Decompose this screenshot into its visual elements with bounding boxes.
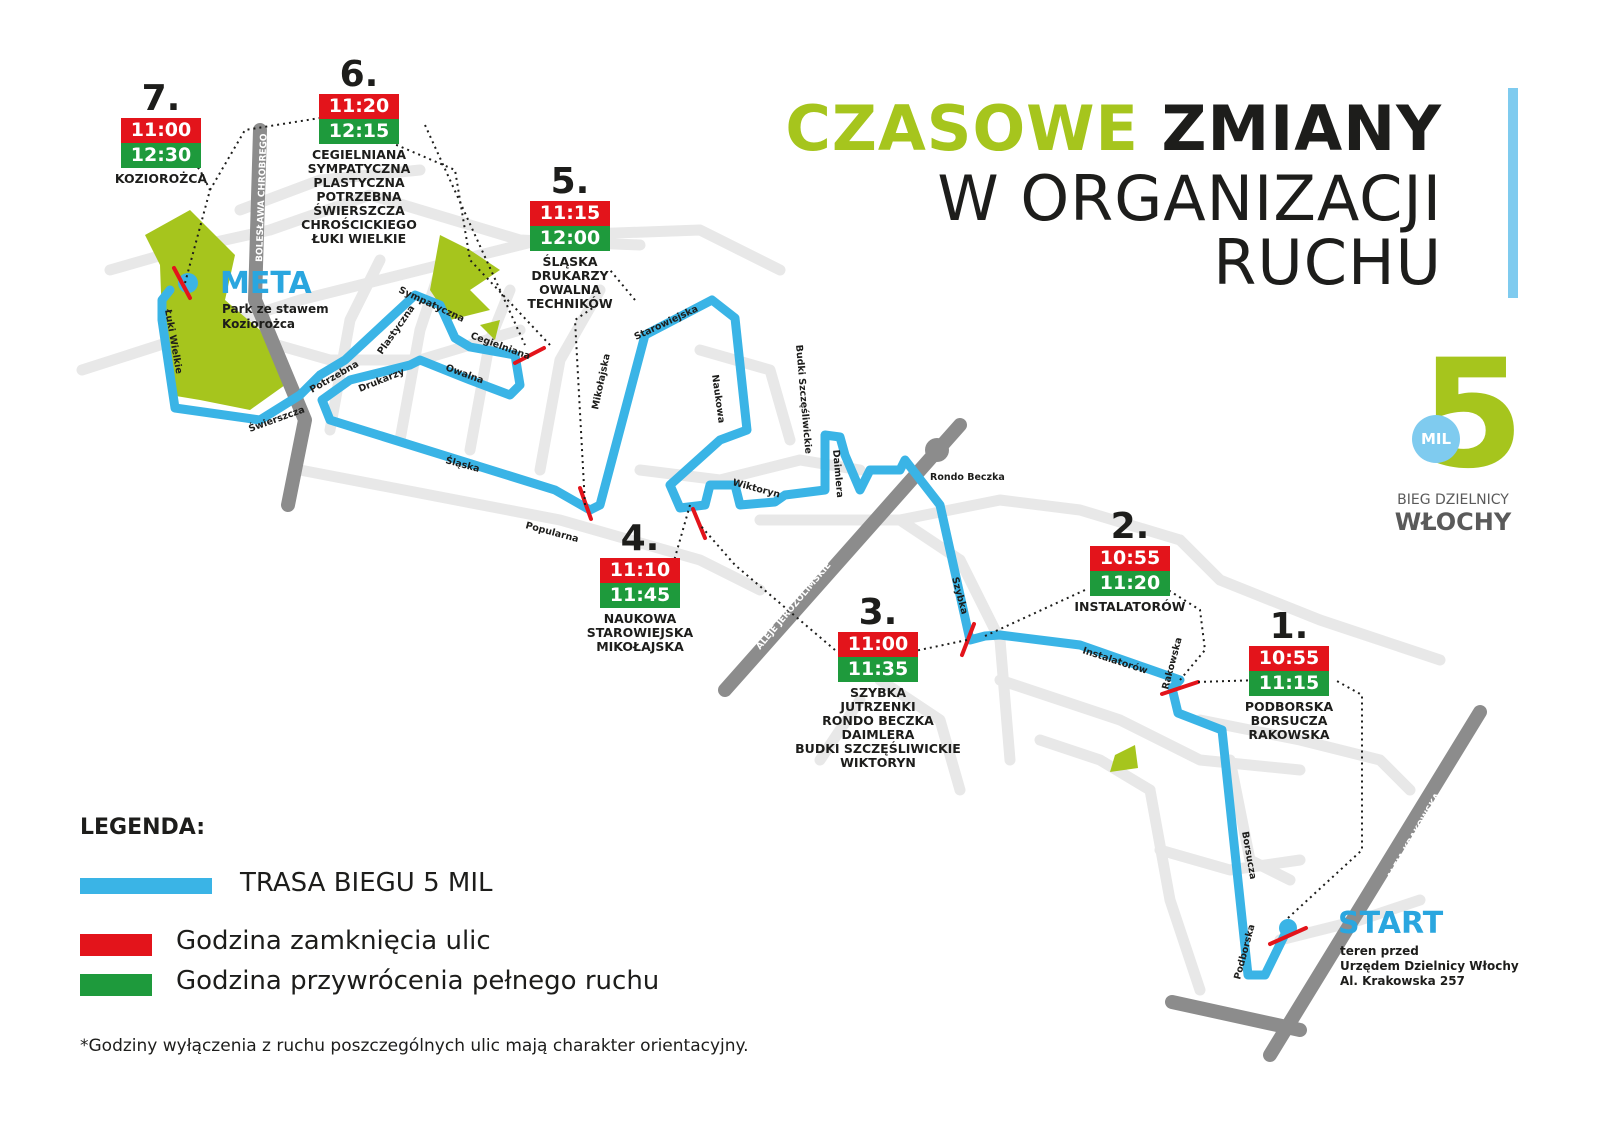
stop-streets: NAUKOWA STAROWIEJSKA MIKOŁAJSKA	[586, 611, 694, 654]
title-green-word: CZASOWE	[785, 92, 1139, 165]
footnote: *Godziny wyłączenia z ruchu poszczególny…	[80, 1036, 749, 1056]
closure-time: 10:55	[1090, 546, 1170, 571]
street-label: Owalna	[444, 362, 485, 386]
street-label: Budki Szczęśliwickie	[793, 344, 814, 454]
stop-number: 5.	[550, 161, 590, 202]
closure-time: 11:00	[838, 632, 918, 657]
stop-number: 4.	[620, 518, 660, 559]
restore-time: 12:00	[530, 226, 610, 251]
finish-location: Park ze stawem Koziorożca	[222, 302, 329, 331]
page-title: CZASOWE ZMIANY	[785, 92, 1442, 165]
main-roads	[248, 123, 1487, 1062]
closure-time: 11:20	[319, 94, 399, 119]
restore-time: 11:15	[1249, 671, 1329, 696]
stop-number: 7.	[141, 78, 181, 119]
stop-streets: ŚLĄSKA DRUKARZY OWALNA TECHNIKÓW	[527, 254, 613, 311]
race-route-line	[157, 285, 1293, 980]
street-label: Mikołajska	[590, 353, 613, 411]
closure-time: 10:55	[1249, 646, 1329, 671]
parks	[145, 210, 1138, 772]
stop-streets: SZYBKA JUTRZENKI RONDO BECZKA DAIMLERA B…	[795, 685, 961, 770]
street-grid	[76, 164, 1446, 996]
stop-6: 6. 11:20 12:15 CEGIELNIANA SYMPATYCZNA P…	[284, 56, 434, 246]
stop-3: 3. 11:00 11:35 SZYBKA JUTRZENKI RONDO BE…	[788, 594, 968, 770]
legend-title: LEGENDA:	[80, 815, 206, 840]
restore-time: 11:35	[838, 657, 918, 682]
legend-restore-label: Godzina przywrócenia pełnego ruchu	[176, 966, 660, 996]
stop-streets: INSTALATORÓW	[1074, 599, 1186, 614]
stop-4: 4. 11:10 11:45 NAUKOWA STAROWIEJSKA MIKO…	[565, 520, 715, 654]
stop-number: 6.	[339, 54, 379, 95]
stop-7: 7. 11:00 12:30 KOZIOROŻCA	[86, 80, 236, 186]
title-dark-word: ZMIANY	[1161, 92, 1442, 165]
stop-1: 1. 10:55 11:15 PODBORSKA BORSUCZA RAKOWS…	[1214, 608, 1364, 742]
restore-time: 12:15	[319, 119, 399, 144]
stop-streets: PODBORSKA BORSUCZA RAKOWSKA	[1244, 699, 1334, 742]
stop-2: 2. 10:55 11:20 INSTALATORÓW	[1055, 508, 1205, 614]
restore-time: 11:45	[600, 583, 680, 608]
legend-closure-label: Godzina zamknięcia ulic	[176, 926, 491, 956]
closure-time: 11:10	[600, 558, 680, 583]
street-label: Rondo Beczka	[930, 472, 1005, 483]
start-address: teren przed Urzędem Dzielnicy Włochy Al.…	[1340, 944, 1519, 988]
street-label: Naukowa	[709, 374, 727, 424]
roundabout-icon	[925, 438, 949, 462]
stop-5: 5. 11:15 12:00 ŚLĄSKA DRUKARZY OWALNA TE…	[495, 163, 645, 311]
legend-route-label: TRASA BIEGU 5 MIL	[240, 868, 493, 898]
title-accent-bar	[1508, 88, 1518, 298]
finish-title: META	[220, 266, 312, 301]
road-label: BOLESŁAWA CHROBREGO	[255, 133, 269, 262]
stop-streets: KOZIOROŻCA	[114, 171, 208, 186]
start-title: START	[1338, 906, 1444, 941]
legend-route-swatch	[80, 878, 212, 894]
stop-number: 2.	[1110, 506, 1150, 547]
closure-time: 11:15	[530, 201, 610, 226]
closure-markers	[172, 266, 1308, 946]
stop-number: 3.	[858, 592, 898, 633]
title-line-2: W ORGANIZACJI	[937, 162, 1442, 235]
logo-text-line1: BIEG DZIELNICY	[1397, 492, 1509, 508]
stop-number: 1.	[1269, 606, 1309, 647]
legend-restore-swatch	[80, 974, 152, 996]
restore-time: 12:30	[121, 143, 201, 168]
stop-streets: CEGIELNIANA SYMPATYCZNA PLASTYCZNA POTRZ…	[301, 147, 417, 246]
closure-time: 11:00	[121, 118, 201, 143]
street-label: Daimlera	[830, 449, 845, 498]
logo-mil-badge: MIL	[1412, 415, 1460, 463]
restore-time: 11:20	[1090, 571, 1170, 596]
legend-closure-swatch	[80, 934, 152, 956]
title-line-3: RUCHU	[1213, 226, 1442, 299]
logo-text-line2: WŁOCHY	[1394, 508, 1512, 536]
